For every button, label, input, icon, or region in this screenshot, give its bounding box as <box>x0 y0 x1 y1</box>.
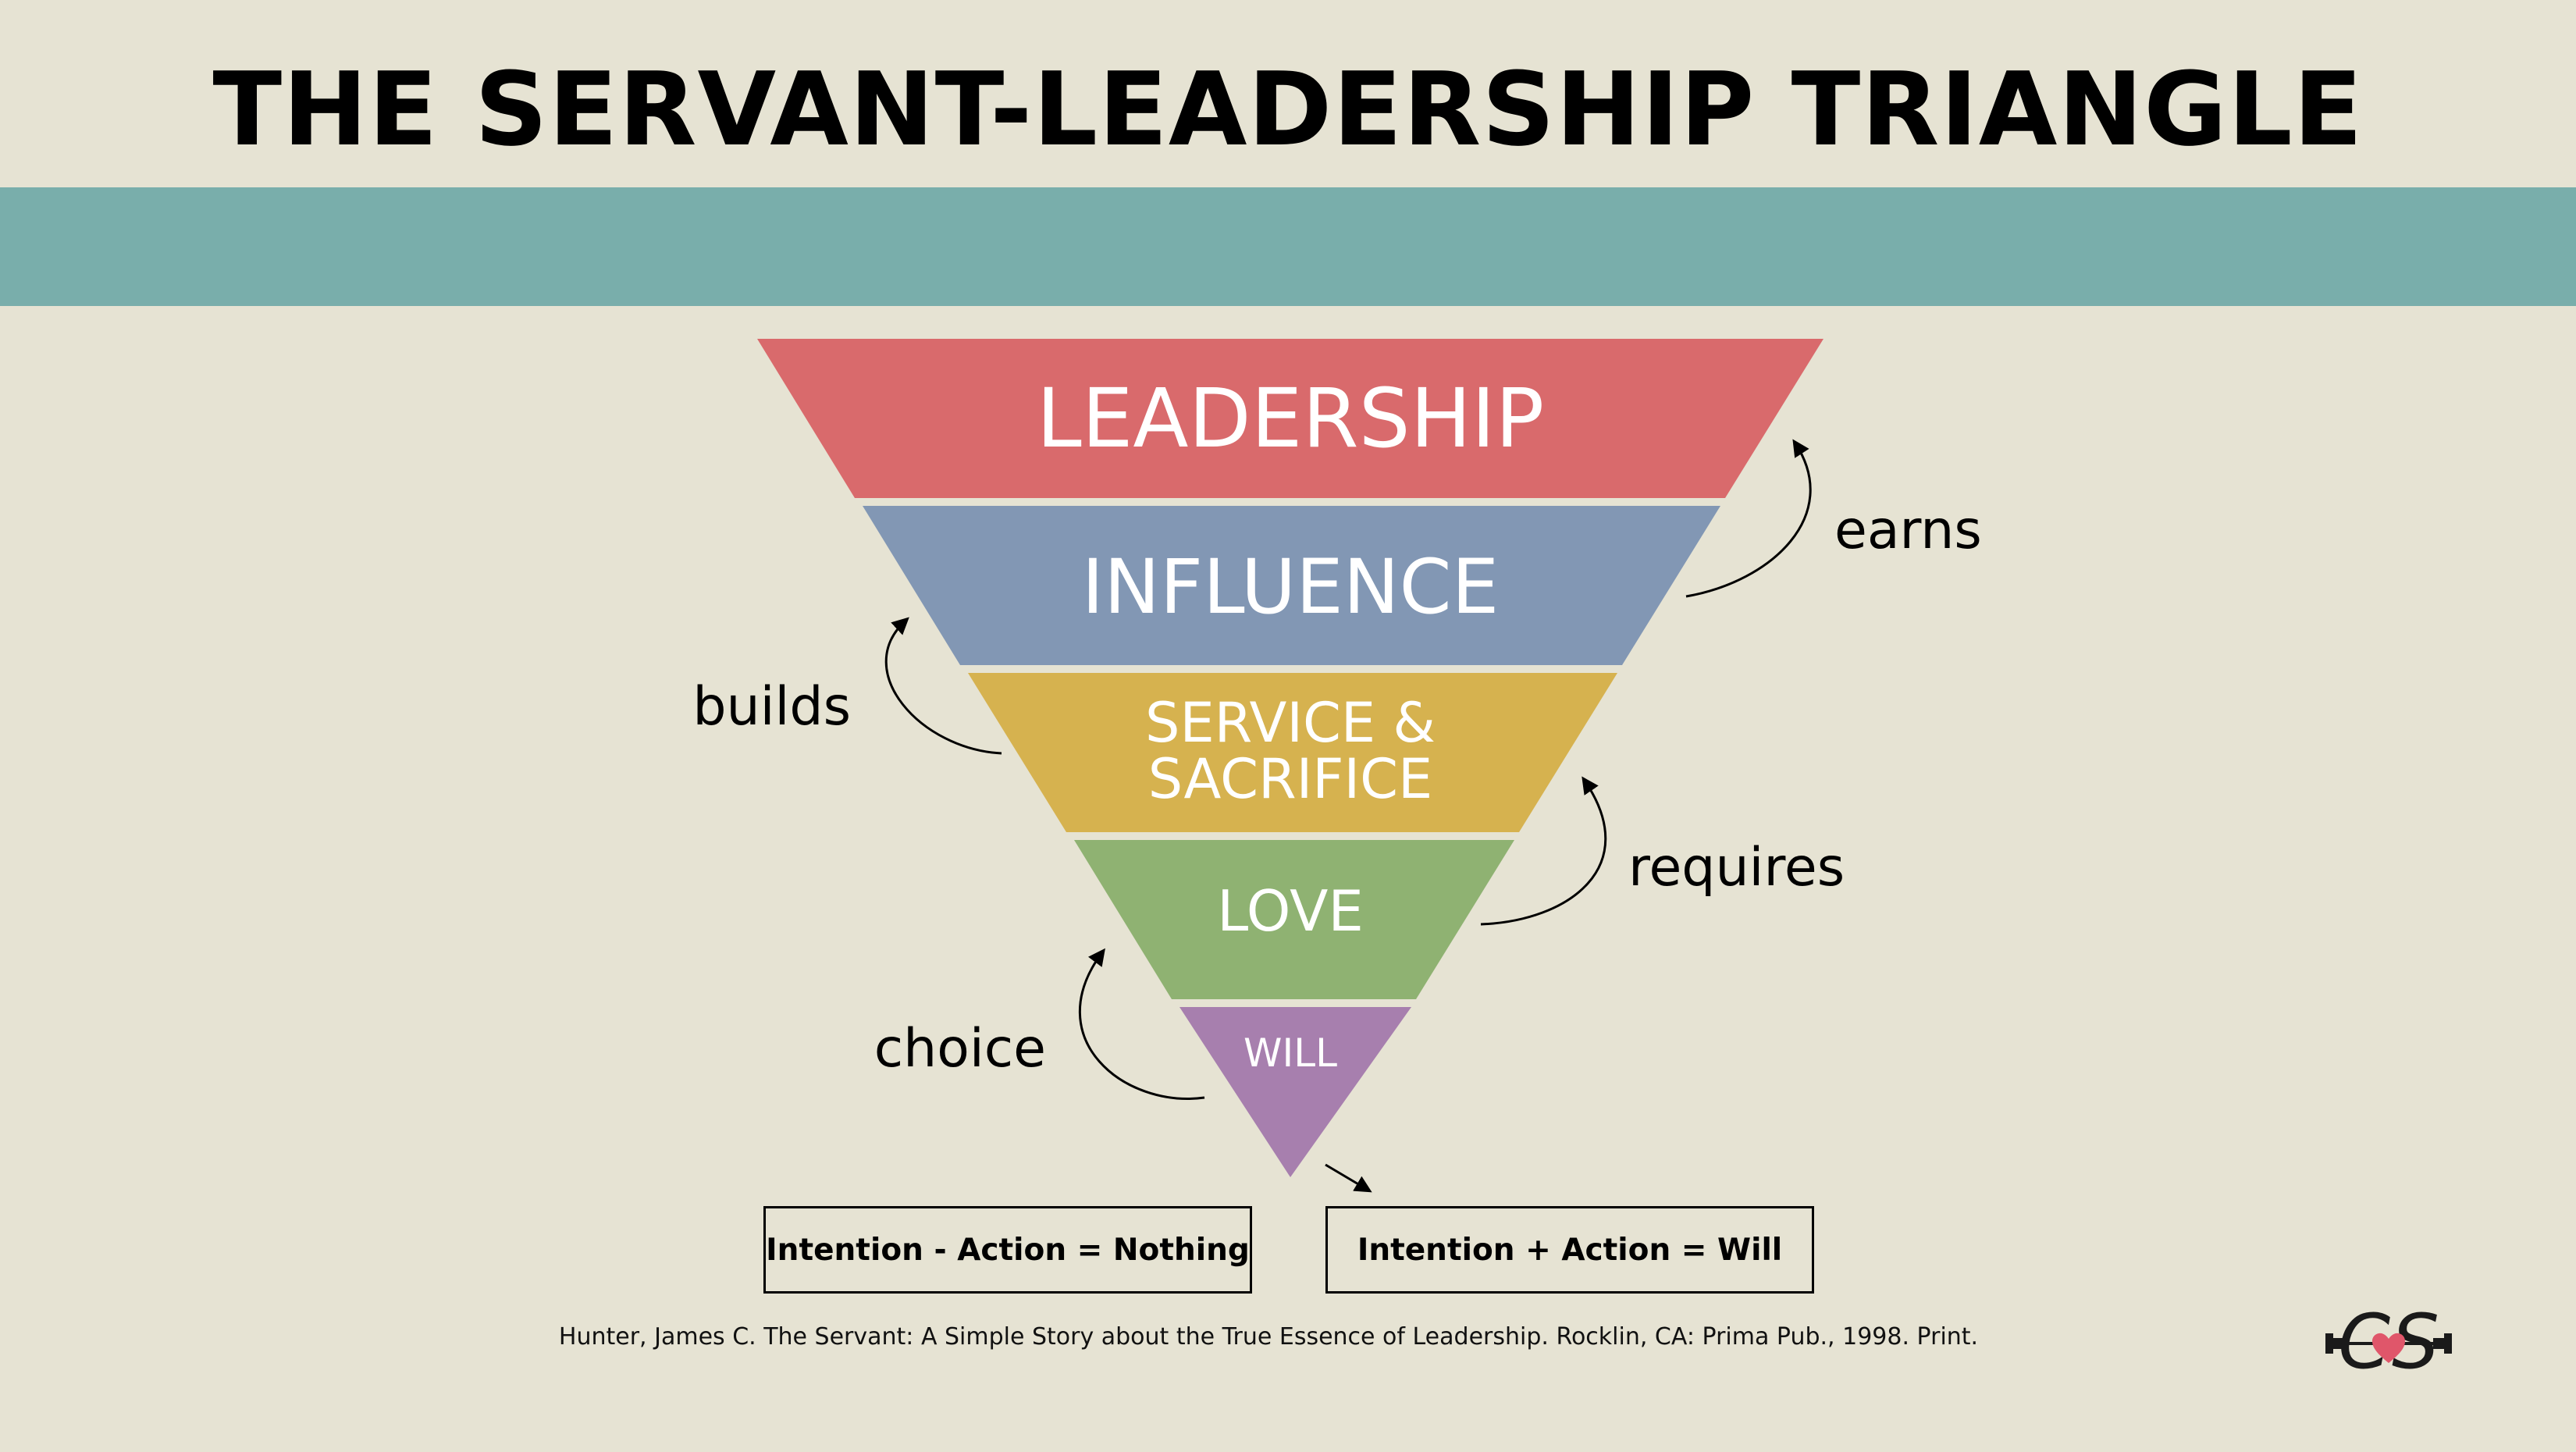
layer-label-influence: INFLUENCE <box>1082 543 1499 631</box>
layer-leadership <box>757 339 1823 498</box>
layer-love <box>1074 840 1514 999</box>
relation-label-builds: builds <box>692 676 851 738</box>
layer-label-service-line2: SACRIFICE <box>1148 747 1433 811</box>
arrow-requires <box>1480 776 1607 926</box>
arrow-earns <box>1685 439 1812 598</box>
layer-label-leadership: LEADERSHIP <box>1037 371 1544 466</box>
relation-label-requires: requires <box>1628 837 1845 899</box>
heart-icon <box>2372 1333 2405 1363</box>
brand-logo: CS <box>2325 1298 2452 1386</box>
layer-label-will: WILL <box>1244 1030 1337 1076</box>
arrow-choice <box>1078 948 1205 1100</box>
layer-will <box>1179 1007 1411 1177</box>
layer-label-love: LOVE <box>1217 878 1364 944</box>
equation-will-box: Intention + Action = Will <box>1325 1206 1814 1294</box>
citation: Hunter, James C. The Servant: A Simple S… <box>558 1323 1979 1351</box>
layer-influence <box>863 506 1720 665</box>
layer-label-service-line1: SERVICE & <box>1145 691 1436 755</box>
equation-nothing-box: Intention - Action = Nothing <box>763 1206 1252 1294</box>
arrow-to-will-equation <box>1325 1163 1372 1193</box>
arrow-builds <box>884 617 1002 755</box>
accent-band <box>0 187 2576 306</box>
page-title: THE SERVANT-LEADERSHIP TRIANGLE <box>212 50 2364 169</box>
layer-service-sacrifice <box>968 673 1617 832</box>
equation-nothing-text: Intention - Action = Nothing <box>766 1232 1250 1268</box>
equation-will-text: Intention + Action = Will <box>1357 1232 1783 1268</box>
relation-label-choice: choice <box>874 1018 1046 1080</box>
relation-label-earns: earns <box>1834 500 1982 561</box>
